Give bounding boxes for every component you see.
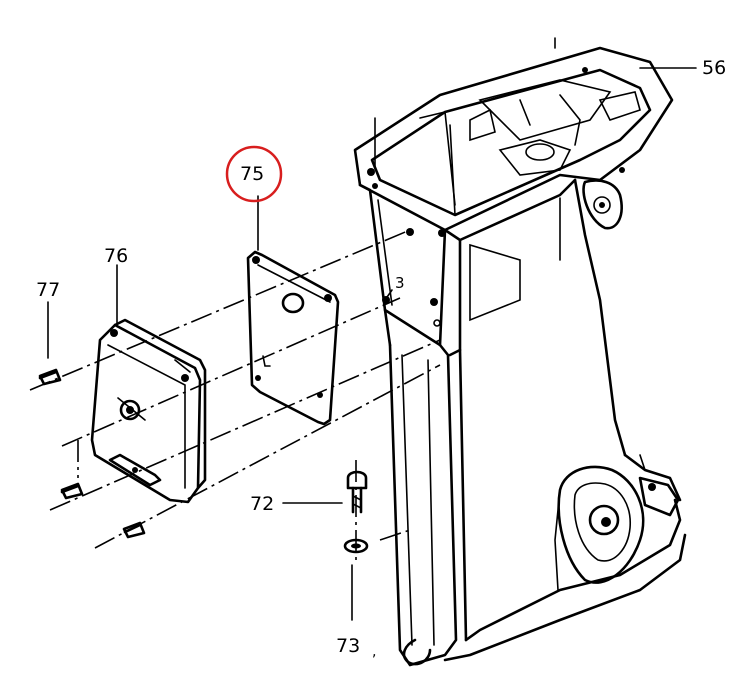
screw-left-mid	[60, 482, 84, 500]
callout-77: 77	[36, 279, 60, 301]
callout-72: 72	[250, 493, 274, 515]
callout-3: 3	[395, 274, 405, 292]
callout-labels: 56 75 76 77 72 73 3 ,	[36, 57, 726, 660]
callout-56: 56	[702, 57, 726, 79]
screw-left-low	[122, 521, 146, 539]
callout-76: 76	[104, 245, 128, 267]
callout-73-mark: ,	[372, 644, 376, 660]
highlight-circle	[225, 145, 283, 203]
drive-shaft-housing	[353, 46, 687, 667]
callout-75: 75	[240, 163, 264, 185]
gasket-plate	[246, 250, 340, 426]
callout-73: 73	[336, 635, 360, 657]
leader-lines	[47, 37, 697, 621]
bolt-72	[346, 470, 368, 514]
alignment-lines	[29, 229, 441, 560]
cover-box	[90, 318, 207, 504]
